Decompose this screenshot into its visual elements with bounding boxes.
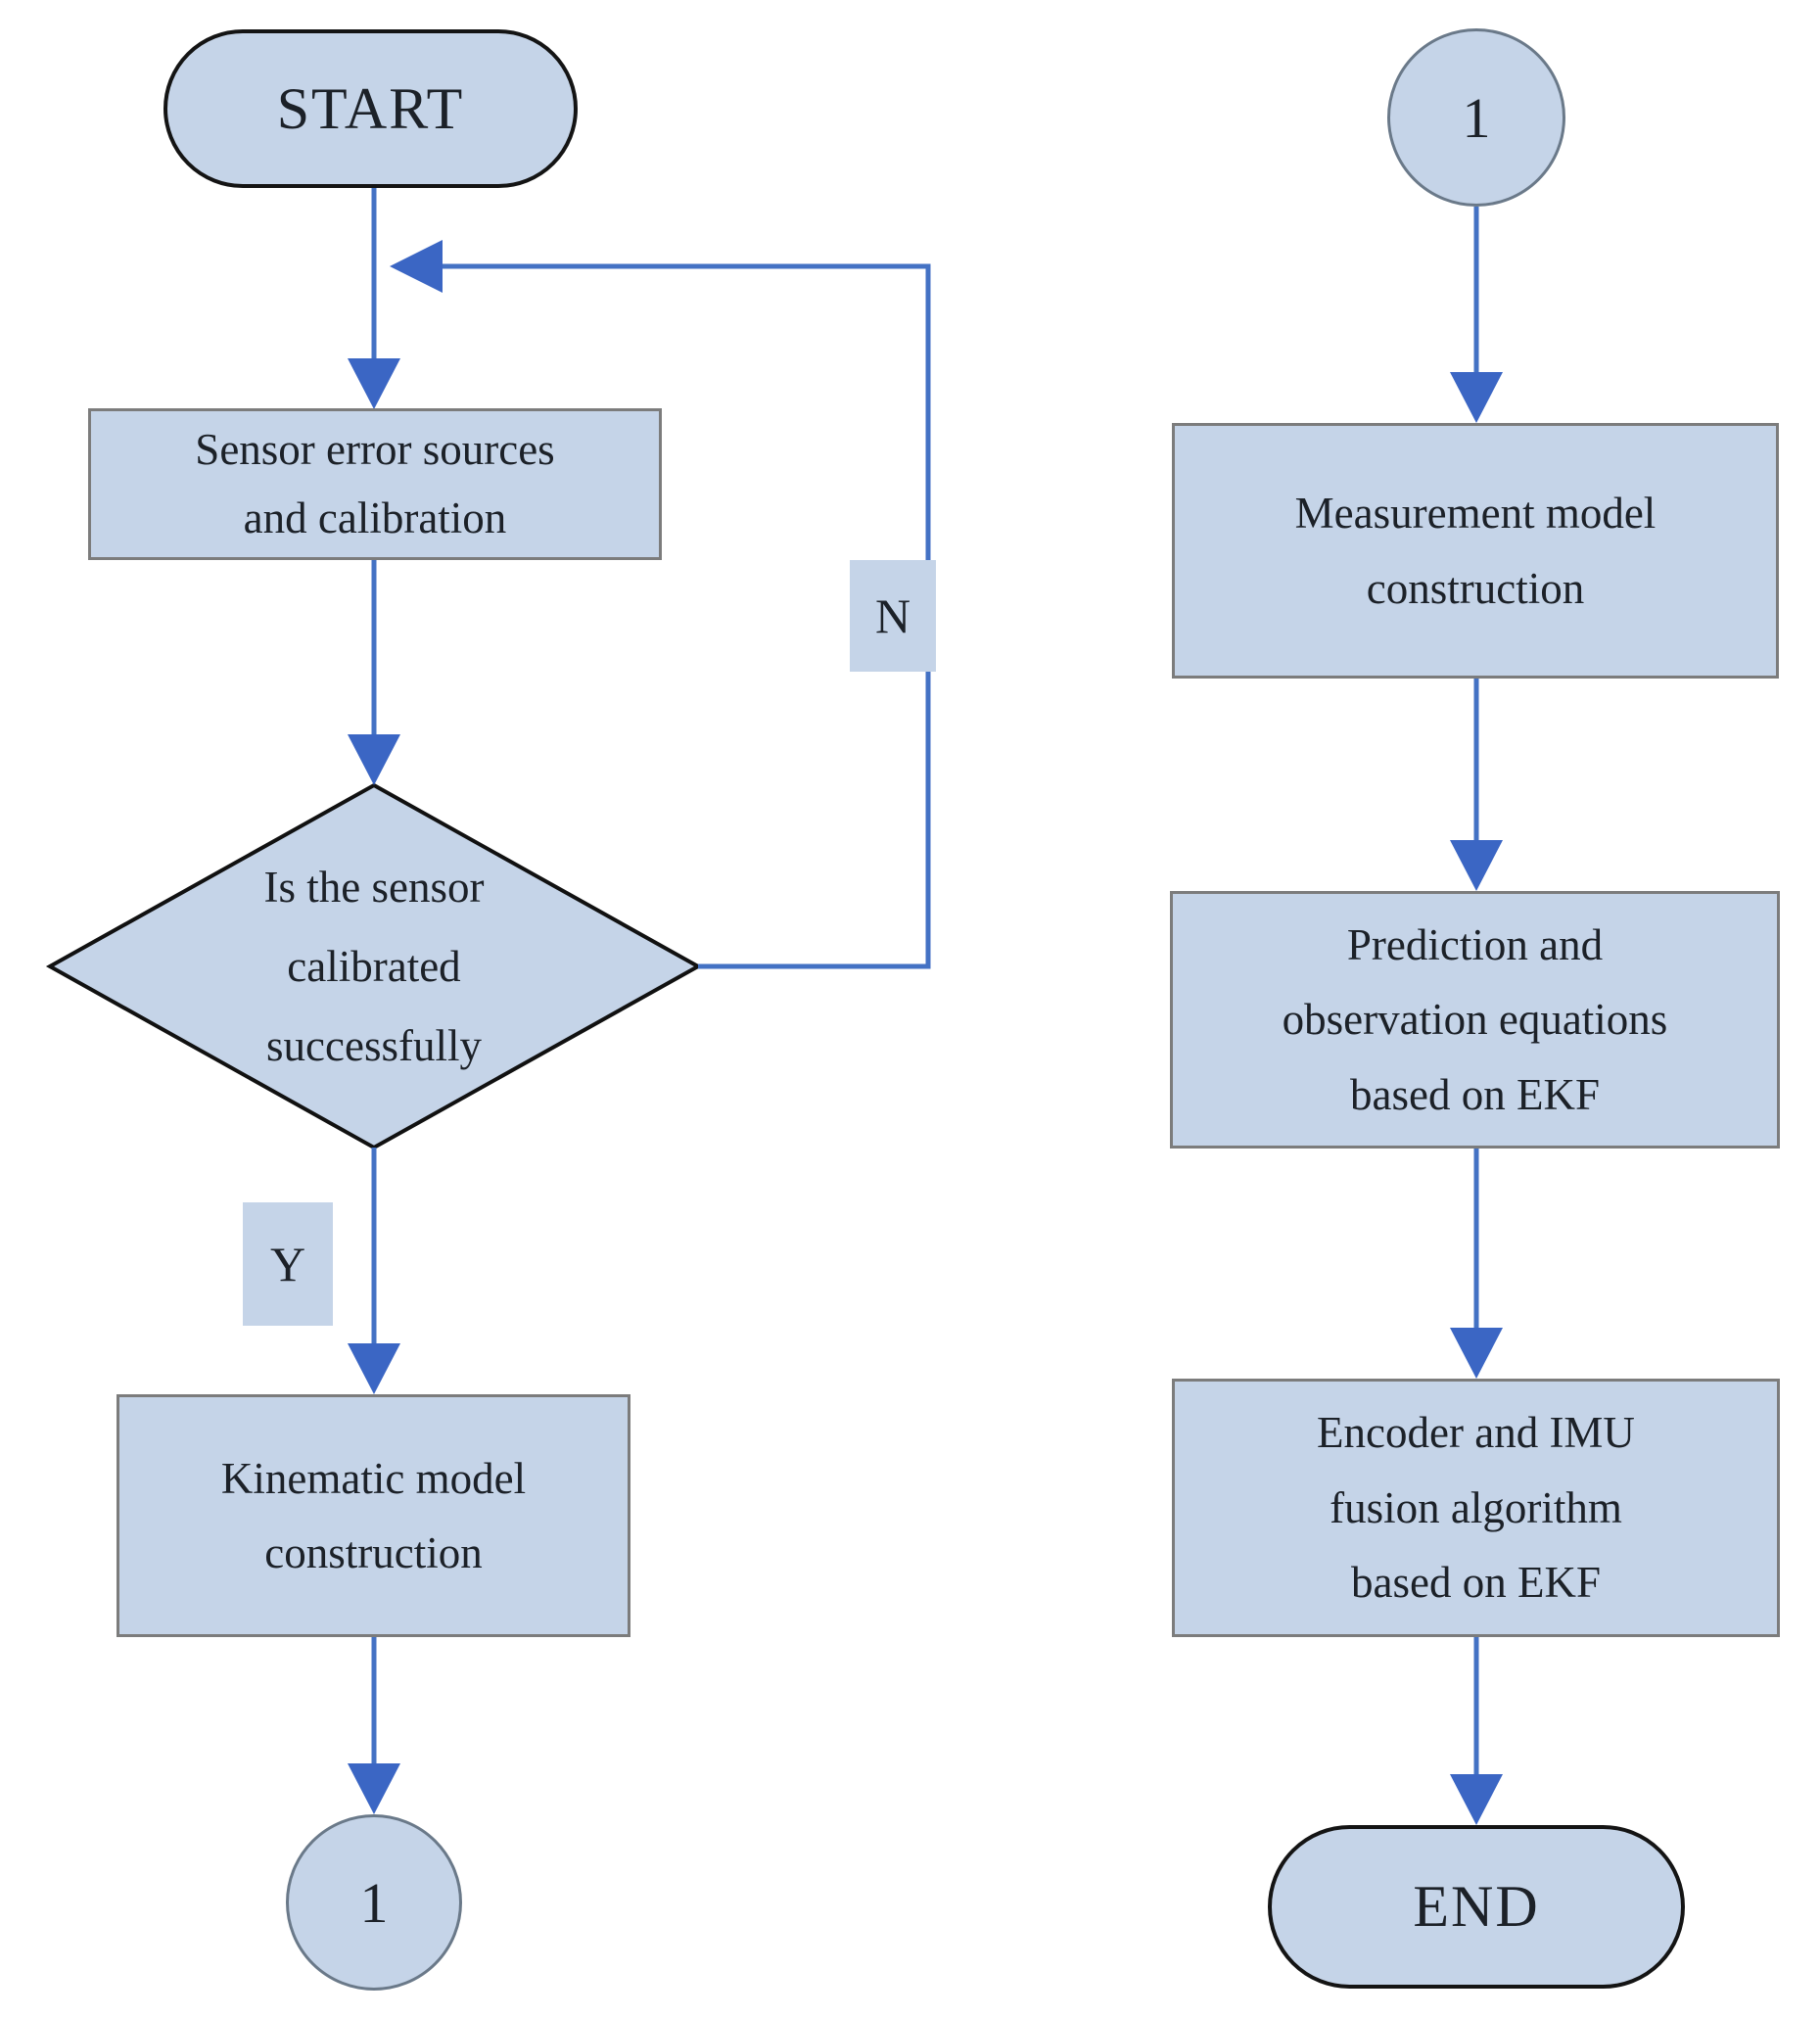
measurement-model-node: Measurement model construction xyxy=(1172,423,1779,679)
kinematic-model-label: Kinematic model construction xyxy=(220,1453,527,1578)
connector-right-label: 1 xyxy=(1462,85,1491,150)
arrowhead-into-fusion xyxy=(1450,1328,1503,1379)
encoder-imu-fusion-node: Encoder and IMU fusion algorithm based o… xyxy=(1172,1379,1780,1637)
connector-circle-left: 1 xyxy=(286,1814,462,1991)
prediction-observation-label: Prediction and observation equations bas… xyxy=(1282,919,1668,1119)
arrowhead-into-connector-left xyxy=(348,1763,400,1814)
kinematic-model-node: Kinematic model construction xyxy=(117,1394,630,1637)
yes-label: Y xyxy=(269,1237,306,1291)
arrowhead-into-sensor xyxy=(348,358,400,409)
no-label: N xyxy=(874,588,911,643)
arrowhead-into-decision xyxy=(348,734,400,785)
decision-label: Is the sensor calibrated successfully xyxy=(263,862,485,1070)
encoder-imu-fusion-label: Encoder and IMU fusion algorithm based o… xyxy=(1317,1408,1635,1608)
connector-circle-right: 1 xyxy=(1387,28,1565,207)
sensor-calibration-label: Sensor error sources and calibration xyxy=(195,424,555,542)
prediction-observation-node: Prediction and observation equations bas… xyxy=(1170,891,1780,1149)
arrowhead-feedback-junction xyxy=(390,240,443,293)
start-label: START xyxy=(276,75,465,141)
end-node: END xyxy=(1268,1825,1685,1989)
arrowhead-into-prediction xyxy=(1450,840,1503,891)
decision-node: Is the sensor calibrated successfully xyxy=(50,785,698,1148)
arrowhead-into-measurement xyxy=(1450,372,1503,423)
arrowhead-into-end xyxy=(1450,1774,1503,1825)
branch-label-no: N xyxy=(850,560,936,672)
end-label: END xyxy=(1413,1874,1540,1939)
branch-label-yes: Y xyxy=(243,1202,333,1326)
start-node: START xyxy=(163,29,578,188)
connector-left-label: 1 xyxy=(359,1870,389,1935)
sensor-calibration-node: Sensor error sources and calibration xyxy=(88,408,662,560)
measurement-model-label: Measurement model construction xyxy=(1294,489,1657,613)
arrowhead-into-kinematic xyxy=(348,1343,400,1394)
